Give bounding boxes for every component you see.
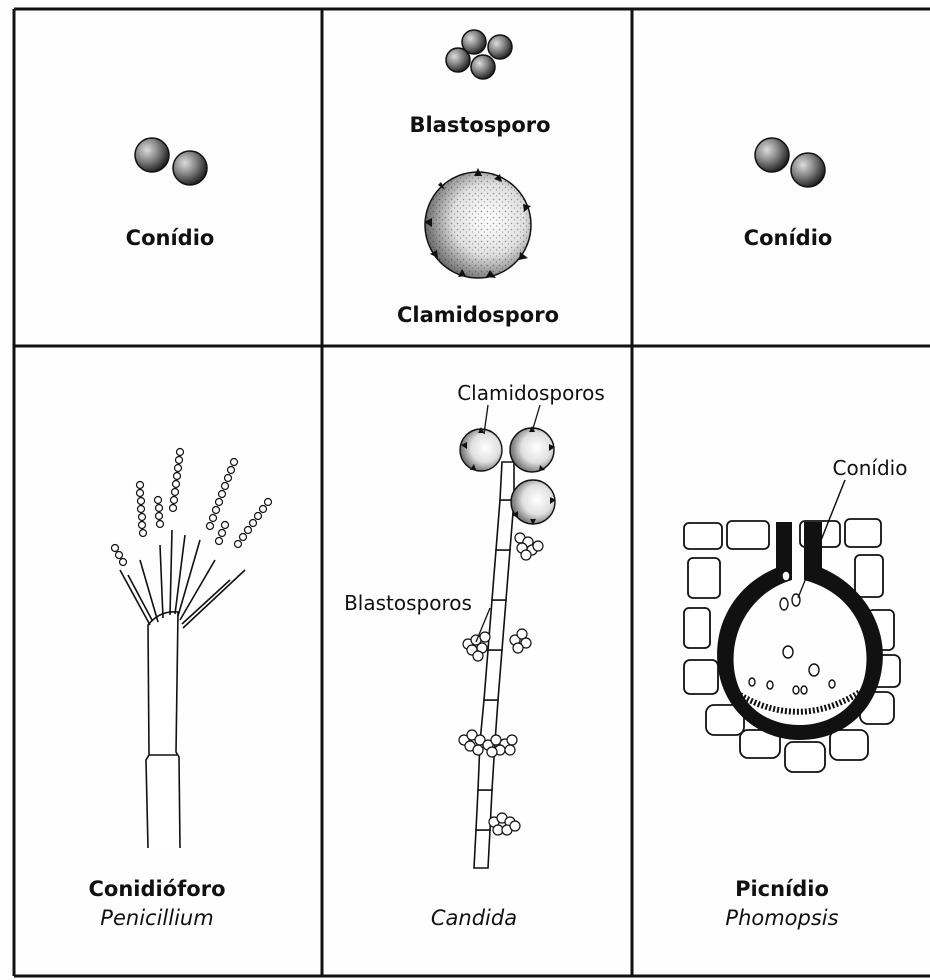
chlamydospore-label: Clamidosporo [397, 303, 559, 327]
conidium-spores-left [135, 138, 207, 185]
conidium-label-left: Conídio [126, 226, 215, 250]
conidiophore-title: Conidióforo [89, 877, 226, 901]
penicillium-conidia-chains [112, 449, 272, 566]
picnidio-conidium-callout: Conídio [833, 456, 908, 480]
phomopsis-genus: Phomopsis [725, 906, 838, 930]
chlamydospore-large [424, 168, 531, 278]
candida-blastospores-callout: Blastosporos [344, 591, 472, 615]
candida-pseudohyphae [474, 462, 514, 868]
candida-genus: Candida [431, 906, 517, 930]
conidium-spores-right [755, 138, 825, 187]
candida-chlamydospores-callout: Clamidosporos [457, 381, 605, 405]
conidium-label-right: Conídio [744, 226, 833, 250]
blastospore-label: Blastosporo [409, 113, 550, 137]
pycnidium-title: Picnídio [735, 877, 829, 901]
blastospore-cluster [446, 30, 512, 79]
penicillium-genus: Penicillium [100, 906, 213, 930]
penicillium-conidiophore [120, 530, 245, 848]
